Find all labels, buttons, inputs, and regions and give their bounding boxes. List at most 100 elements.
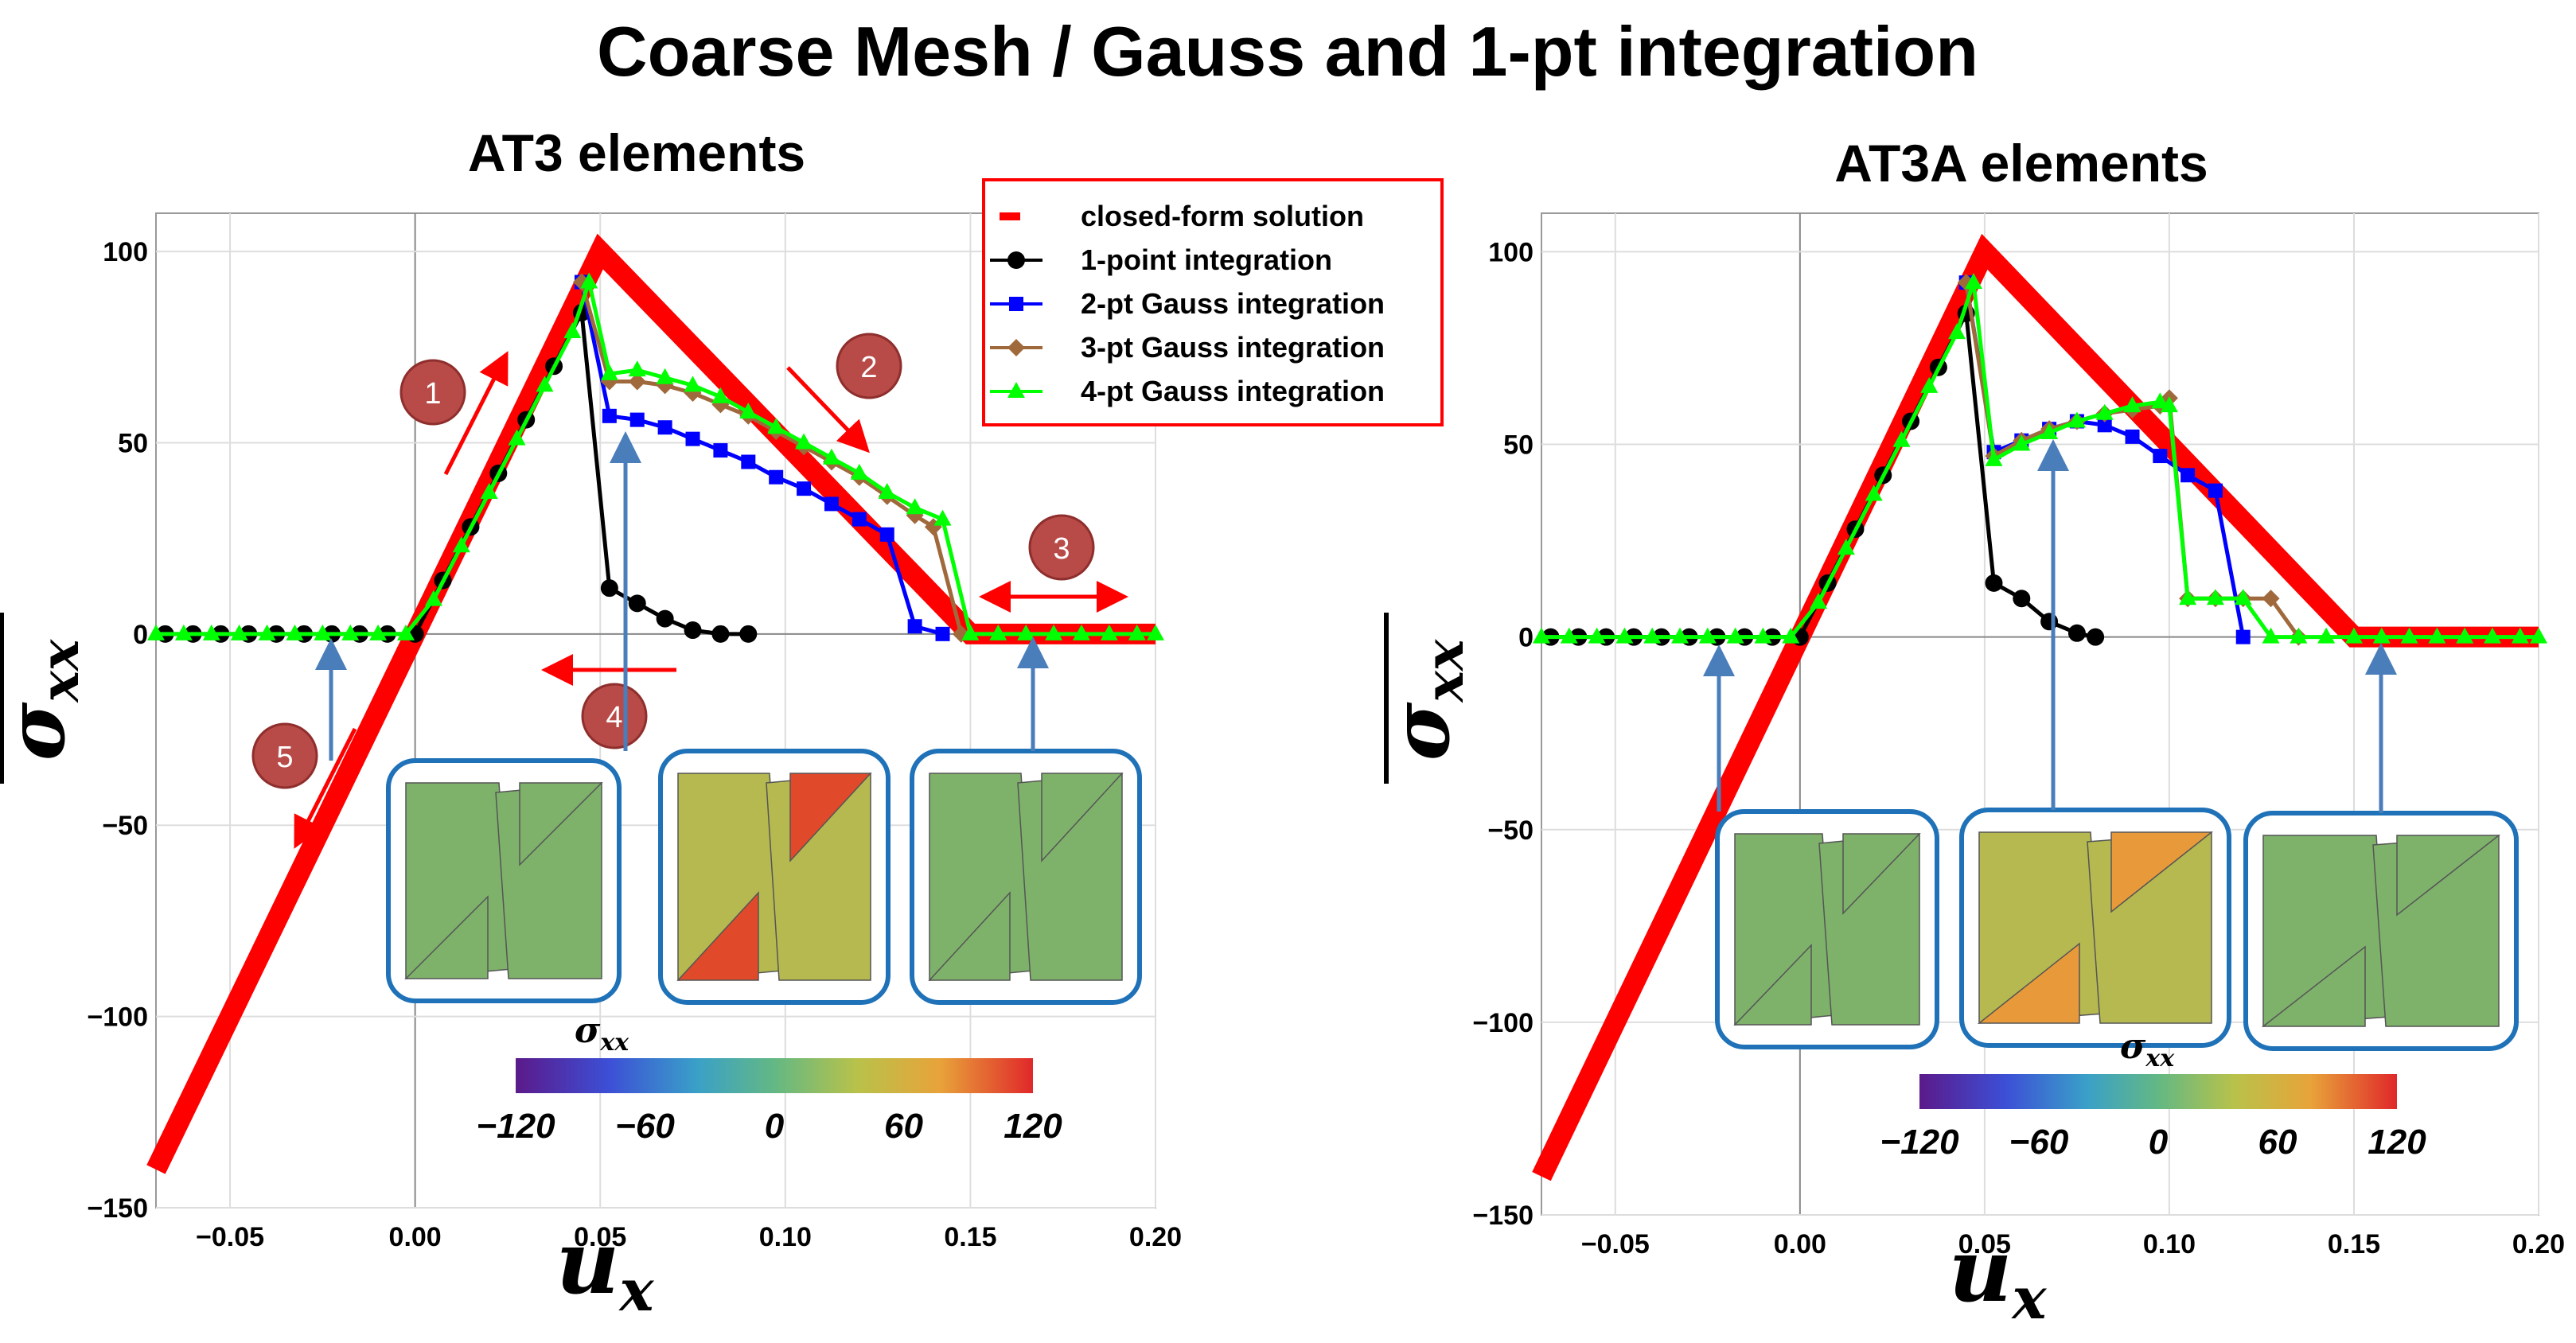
data-point	[600, 364, 618, 380]
mesh-element	[519, 782, 603, 866]
data-point	[1588, 627, 1606, 644]
mesh-inset	[910, 636, 1142, 1005]
mesh-inset	[610, 431, 890, 1005]
data-point	[2125, 429, 2140, 444]
legend-item: 1-point integration	[990, 243, 1332, 276]
data-point	[907, 619, 922, 634]
figure-title: Coarse Mesh / Gauss and 1-pt integration	[597, 12, 1978, 91]
colorbar-tick-label: 0	[2149, 1123, 2169, 1162]
data-point	[2123, 396, 2141, 413]
y-axis-label-sub: xx	[29, 639, 91, 703]
legend-marker	[1007, 339, 1025, 356]
x-axis-label-main: u	[556, 1211, 620, 1314]
x-tick-label: 0.00	[389, 1222, 442, 1252]
mesh-element	[1977, 942, 2080, 1024]
legend-label: 4-pt Gauss integration	[1081, 375, 1385, 407]
data-point	[739, 625, 758, 643]
data-point	[1100, 624, 1118, 640]
data-point	[2067, 624, 2086, 642]
data-point	[536, 376, 554, 392]
legend-marker	[1007, 382, 1025, 398]
data-point	[2087, 628, 2105, 646]
y-tick-label: 50	[1503, 430, 1534, 461]
data-point	[1948, 323, 1966, 340]
data-point	[878, 482, 896, 499]
y-axis-label-main: σ	[0, 702, 83, 761]
data-point	[797, 481, 812, 496]
data-point	[1045, 624, 1063, 640]
data-point	[1985, 574, 2003, 592]
y-tick-label: 100	[103, 237, 148, 267]
y-axis-label-main: σ	[1374, 702, 1467, 761]
x-tick-label: 0.05	[1958, 1229, 2011, 1259]
series-line	[1964, 282, 2301, 639]
data-point	[2483, 627, 2501, 644]
colorbar-tick-label: 120	[2368, 1123, 2426, 1162]
x-tick-label: 0.15	[2328, 1229, 2380, 1259]
colorbar-tick-label: −60	[615, 1107, 675, 1146]
plot-frame	[1541, 212, 2539, 1216]
badge-number: 5	[276, 741, 293, 774]
data-point	[2290, 627, 2308, 644]
data-point	[769, 469, 784, 485]
mesh-inset	[315, 638, 622, 1003]
annotation-badge: 5	[251, 722, 318, 789]
data-point	[2262, 590, 2280, 608]
y-tick-label: −150	[87, 1193, 148, 1224]
legend-swatch	[1000, 212, 1020, 220]
data-point	[906, 498, 924, 515]
mesh-element	[2396, 835, 2501, 917]
data-point	[1128, 624, 1146, 640]
data-point	[1892, 430, 1911, 447]
data-point	[230, 624, 248, 640]
annotation-badge: 4	[581, 683, 648, 749]
panel-title-at3: AT3 elements	[468, 123, 805, 182]
legend-label: 1-point integration	[1081, 243, 1332, 276]
data-point	[369, 624, 388, 640]
data-point	[961, 624, 980, 640]
colorbar-tick-label: −120	[476, 1107, 555, 1146]
data-point	[2456, 627, 2474, 644]
annotation-badge: 1	[399, 359, 466, 426]
data-point	[202, 624, 220, 640]
data-point	[1964, 273, 1982, 290]
data-point	[628, 594, 646, 613]
x-tick-label: −0.05	[1581, 1229, 1650, 1259]
data-point	[2040, 423, 2059, 440]
legend-marker	[1009, 297, 1023, 311]
data-point	[2206, 589, 2224, 605]
data-point	[795, 433, 813, 450]
colorbar-tick-label: −60	[2009, 1123, 2069, 1162]
legend-label: 3-pt Gauss integration	[1081, 331, 1385, 364]
badge-circle	[1028, 514, 1095, 581]
y-tick-label: 100	[1488, 237, 1534, 267]
mesh-inset	[1959, 439, 2231, 1048]
series-line	[579, 282, 944, 636]
data-point	[600, 579, 618, 598]
data-point	[2428, 627, 2446, 644]
legend-frame	[982, 178, 1444, 426]
y-tick-label: 0	[1518, 623, 1534, 653]
data-point	[933, 509, 952, 526]
colorbar-tick-label: 120	[1004, 1107, 1062, 1146]
data-point	[1920, 376, 1939, 393]
x-axis-label-sub: x	[2011, 1264, 2048, 1332]
legend-item: 3-pt Gauss integration	[990, 331, 1385, 364]
y-tick-label: −50	[1487, 816, 1534, 846]
data-point	[2013, 590, 2031, 608]
y-tick-label: 50	[118, 428, 148, 458]
x-axis-label: ux	[1949, 1219, 2048, 1332]
data-point	[258, 624, 276, 640]
data-point	[2400, 627, 2418, 644]
legend-item: closed-form solution	[1000, 200, 1364, 232]
badge-circle	[399, 359, 466, 426]
data-point	[935, 626, 950, 641]
data-point	[2372, 627, 2391, 644]
data-point	[2344, 627, 2363, 644]
mesh-element	[1842, 833, 1921, 915]
data-point	[1782, 627, 1800, 644]
